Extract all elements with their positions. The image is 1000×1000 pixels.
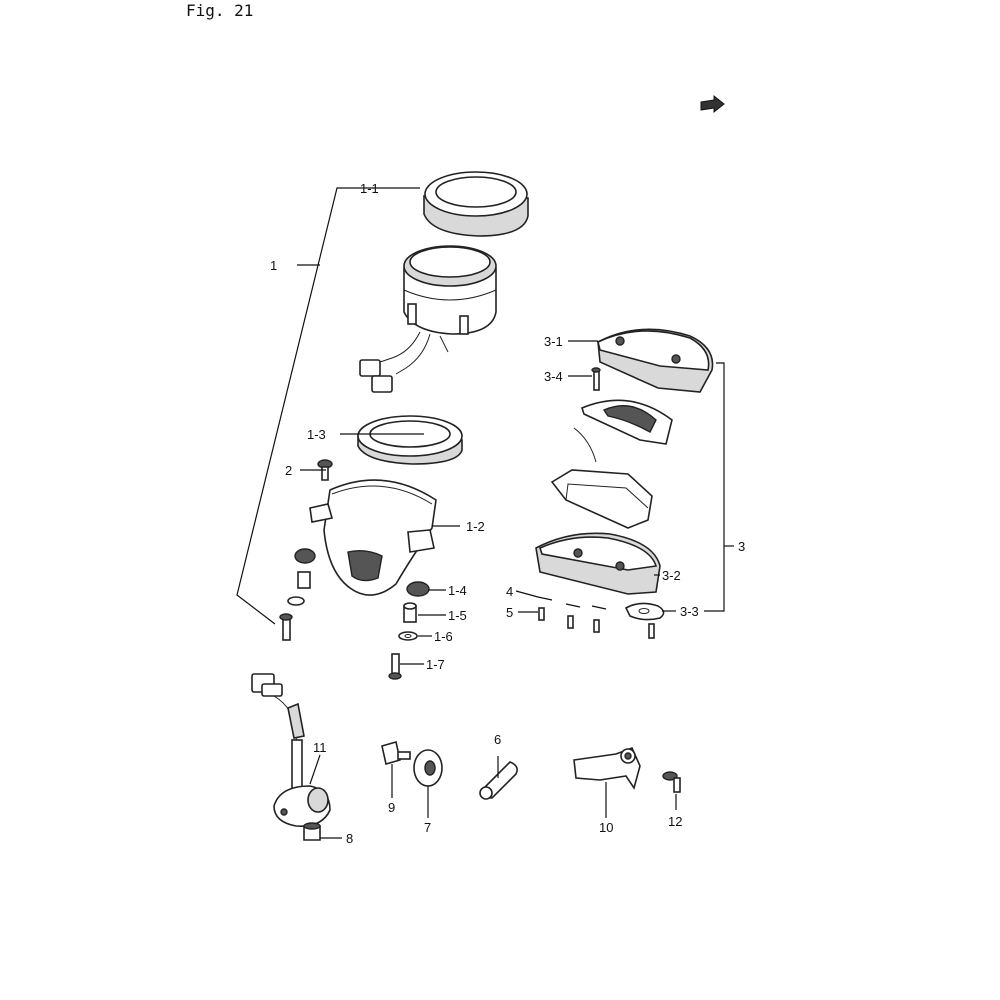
part-screws-5 <box>538 607 655 639</box>
callout-8: 8 <box>346 831 353 846</box>
figure-title: Fig. 21 <box>186 1 254 20</box>
part-screw-12 <box>662 771 681 793</box>
part-bolt-1-7 <box>388 653 402 680</box>
callout-1-5: 1-5 <box>448 608 467 623</box>
callout-3: 3 <box>738 539 745 554</box>
part-inner-ring <box>357 415 463 465</box>
callout-9: 9 <box>388 800 395 815</box>
callout-10: 10 <box>599 820 613 835</box>
part-meter-case <box>309 479 437 596</box>
callout-5: 5 <box>506 605 513 620</box>
part-tube-6 <box>479 761 518 800</box>
part-seals-4 <box>537 596 607 610</box>
part-circuit-board <box>550 427 653 529</box>
part-gasket-3-3 <box>624 602 665 621</box>
callout-3-2: 3-2 <box>662 568 681 583</box>
part-bezel-ring <box>423 171 529 237</box>
part-screw-2 <box>317 459 333 481</box>
callout-1-7: 1-7 <box>426 657 445 672</box>
callout-7: 7 <box>424 820 431 835</box>
callout-3-3: 3-3 <box>680 604 699 619</box>
part-grommet-1-4 <box>406 581 430 597</box>
callout-1-4: 1-4 <box>448 583 467 598</box>
callout-4: 4 <box>506 584 513 599</box>
part-flange-7 <box>413 749 443 787</box>
part-bolt-8 <box>303 822 321 841</box>
bracket-group-1 <box>236 187 460 665</box>
part-lower-case <box>535 532 661 595</box>
callout-1-3: 1-3 <box>307 427 326 442</box>
part-lens-gasket <box>581 399 673 445</box>
callout-3-1: 3-1 <box>544 334 563 349</box>
part-grommet-left <box>279 548 316 641</box>
callout-3-4: 3-4 <box>544 369 563 384</box>
callout-2: 2 <box>285 463 292 478</box>
fwd-arrow-icon <box>700 94 725 114</box>
callout-1-6: 1-6 <box>434 629 453 644</box>
callout-6: 6 <box>494 732 501 747</box>
part-pin-3-4 <box>591 367 601 391</box>
part-washer-1-6 <box>398 631 418 641</box>
part-meter-body <box>359 245 497 393</box>
callout-11: 11 <box>313 740 327 755</box>
part-sensor-11 <box>251 673 331 827</box>
callout-12: 12 <box>668 814 682 829</box>
callout-1-1: 1-1 <box>360 181 379 196</box>
part-collar-1-5 <box>403 602 417 623</box>
part-bracket-10 <box>573 746 641 790</box>
part-bolt-9 <box>381 740 411 766</box>
callout-1: 1 <box>270 258 277 273</box>
bottom-leader-lines <box>309 754 677 839</box>
part-upper-cover <box>597 328 714 393</box>
bracket-group-3 <box>515 340 734 613</box>
callout-1-2: 1-2 <box>466 519 485 534</box>
